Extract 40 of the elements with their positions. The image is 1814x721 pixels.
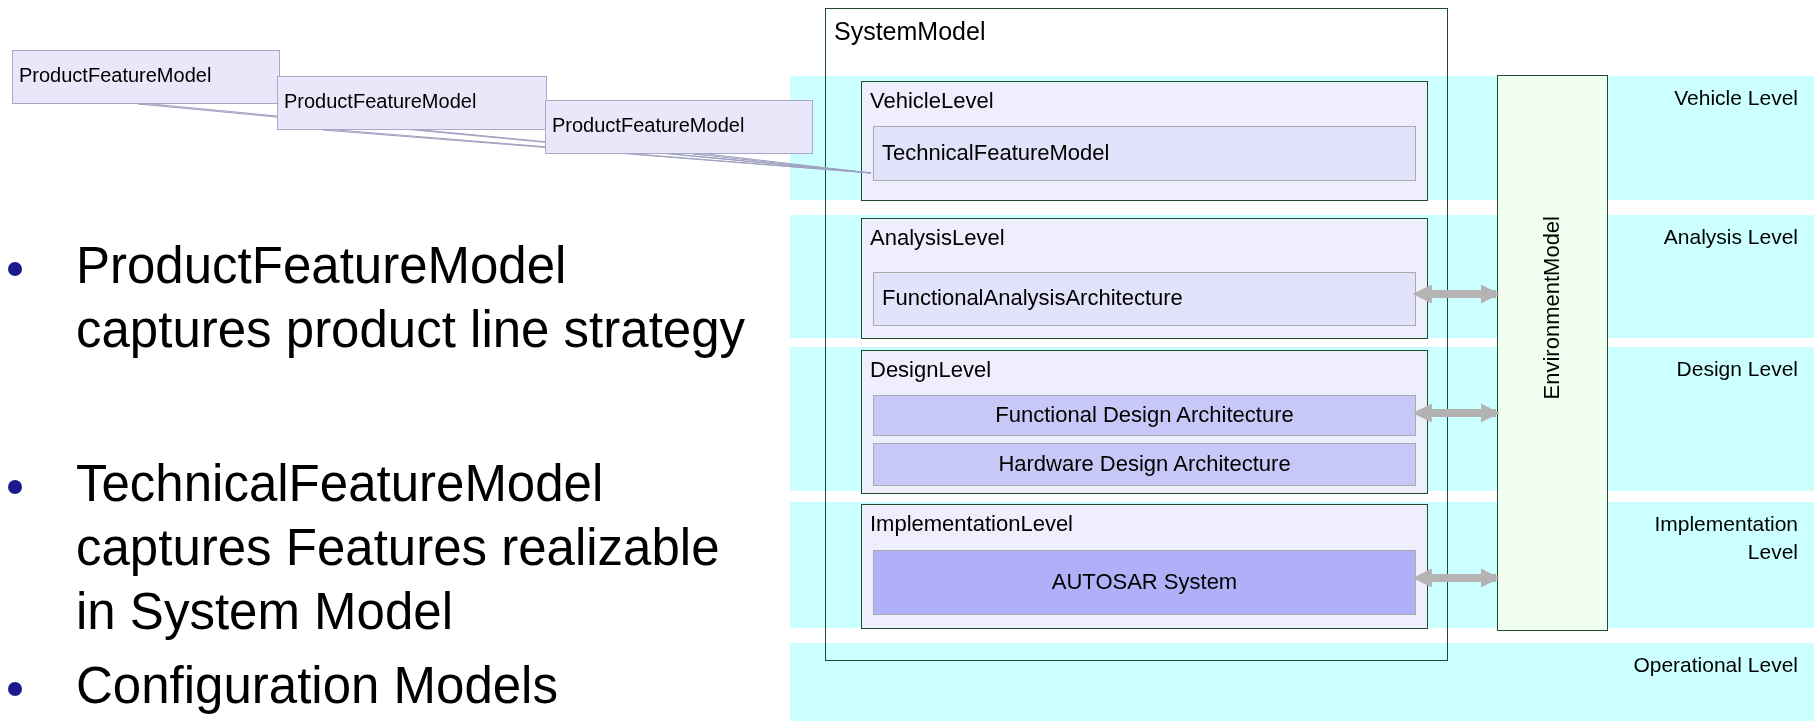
- component-label: EnvironmentModel: [1538, 216, 1565, 400]
- package-box: [861, 81, 1428, 201]
- bullet-text: TechnicalFeatureModel captures Features realizable in System Model: [76, 454, 721, 642]
- package-title: DesignLevel: [870, 357, 992, 383]
- double-arrow: [1412, 284, 1500, 304]
- component-label: Functional Design Architecture: [994, 401, 1295, 428]
- bullet-text: ProductFeatureModel captures product line strategy: [76, 236, 747, 360]
- environment-box: [1497, 75, 1608, 631]
- double-arrow: [1412, 568, 1500, 588]
- component-label: Hardware Design Architecture: [997, 450, 1292, 477]
- package-title: VehicleLevel: [870, 88, 994, 114]
- component-label: TechnicalFeatureModel: [882, 139, 1110, 166]
- component-box: [873, 272, 1416, 326]
- component-box: [873, 126, 1416, 181]
- callout-pointer: [692, 153, 872, 174]
- level-label: Implementation Level: [1653, 511, 1798, 565]
- component-box: [873, 395, 1416, 436]
- box-label: ProductFeatureModel: [284, 90, 477, 113]
- package-box: [861, 350, 1428, 494]
- level-label: Design Level: [1675, 356, 1798, 382]
- level-label: Analysis Level: [1662, 224, 1798, 250]
- level-label: Operational Level: [1632, 652, 1798, 678]
- package-title: SystemModel: [834, 17, 986, 46]
- callout-box: [277, 76, 547, 130]
- box-label: ProductFeatureModel: [552, 114, 745, 137]
- level-label: Vehicle Level: [1673, 85, 1798, 111]
- bullet-text: Configuration Models: [76, 656, 559, 716]
- package-box: [861, 218, 1428, 339]
- component-label: FunctionalAnalysisArchitecture: [882, 285, 1183, 311]
- package-title: AnalysisLevel: [870, 225, 1005, 251]
- component-box: [873, 443, 1416, 486]
- callout-pointer: [322, 129, 872, 174]
- callout-box: [545, 100, 813, 154]
- package-title: ImplementationLevel: [870, 511, 1073, 537]
- component-label: AUTOSAR System: [1050, 568, 1239, 595]
- box-label: ProductFeatureModel: [19, 64, 212, 87]
- double-arrow: [1412, 403, 1500, 423]
- callout-box: [12, 50, 280, 104]
- component-box: [873, 550, 1416, 615]
- package-box: [861, 504, 1428, 629]
